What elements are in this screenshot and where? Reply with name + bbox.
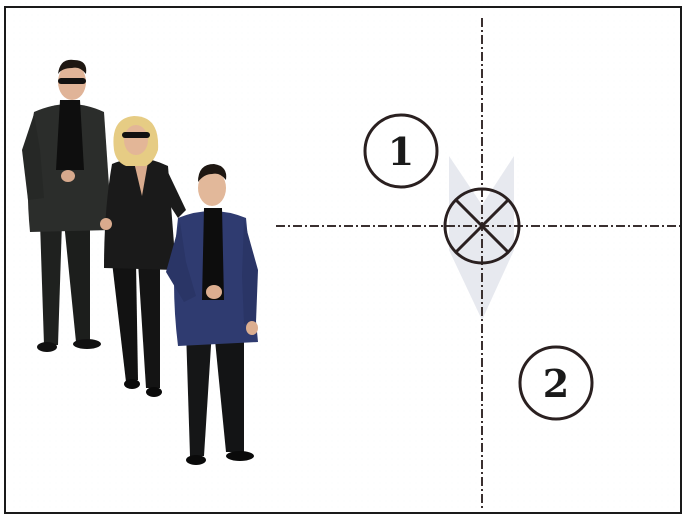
marker-1-label: 1: [388, 129, 414, 174]
marker-2-label: 2: [543, 361, 569, 406]
